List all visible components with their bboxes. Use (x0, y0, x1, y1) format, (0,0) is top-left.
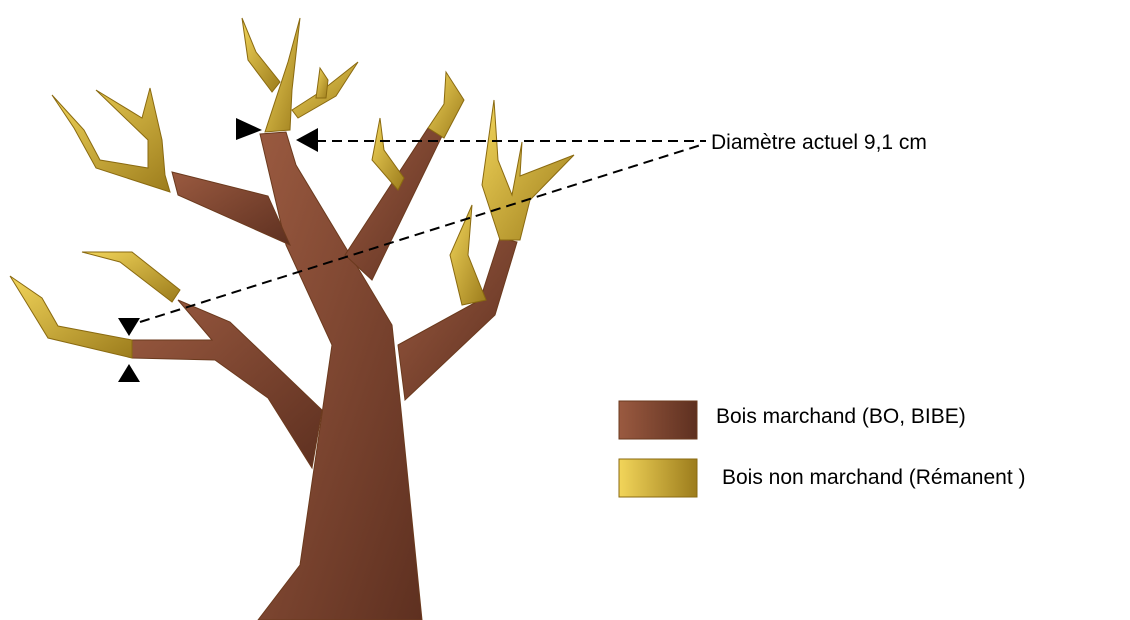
arrowhead-lower-bottom (118, 364, 140, 382)
arrowhead-top-left (236, 118, 262, 140)
twig-lower-left (10, 276, 132, 358)
twig-mid (372, 118, 404, 190)
legend-label-non-merchantable: Bois non marchand (Rémanent ) (722, 466, 1026, 490)
branch-upper-right (345, 128, 444, 280)
merchantable-wood (132, 128, 517, 620)
twig-right-cluster (482, 100, 574, 240)
twig-left-upper (52, 88, 170, 192)
twig-right-lower (450, 205, 486, 305)
arrowhead-lower-top (118, 318, 140, 336)
twig-lower-left-top (82, 252, 180, 302)
diameter-annotation: Diamètre actuel 9,1 cm (711, 131, 927, 155)
legend-swatch-non-merchantable (619, 459, 697, 497)
twig-top-4 (316, 68, 328, 98)
arrowhead-top-right (296, 128, 318, 152)
branch-lower-left (132, 300, 322, 468)
legend-swatch-merchantable (619, 401, 697, 439)
legend-label-merchantable: Bois marchand (BO, BIBE) (716, 405, 966, 429)
twig-top-2 (242, 18, 280, 92)
twig-upper-right (428, 72, 464, 138)
